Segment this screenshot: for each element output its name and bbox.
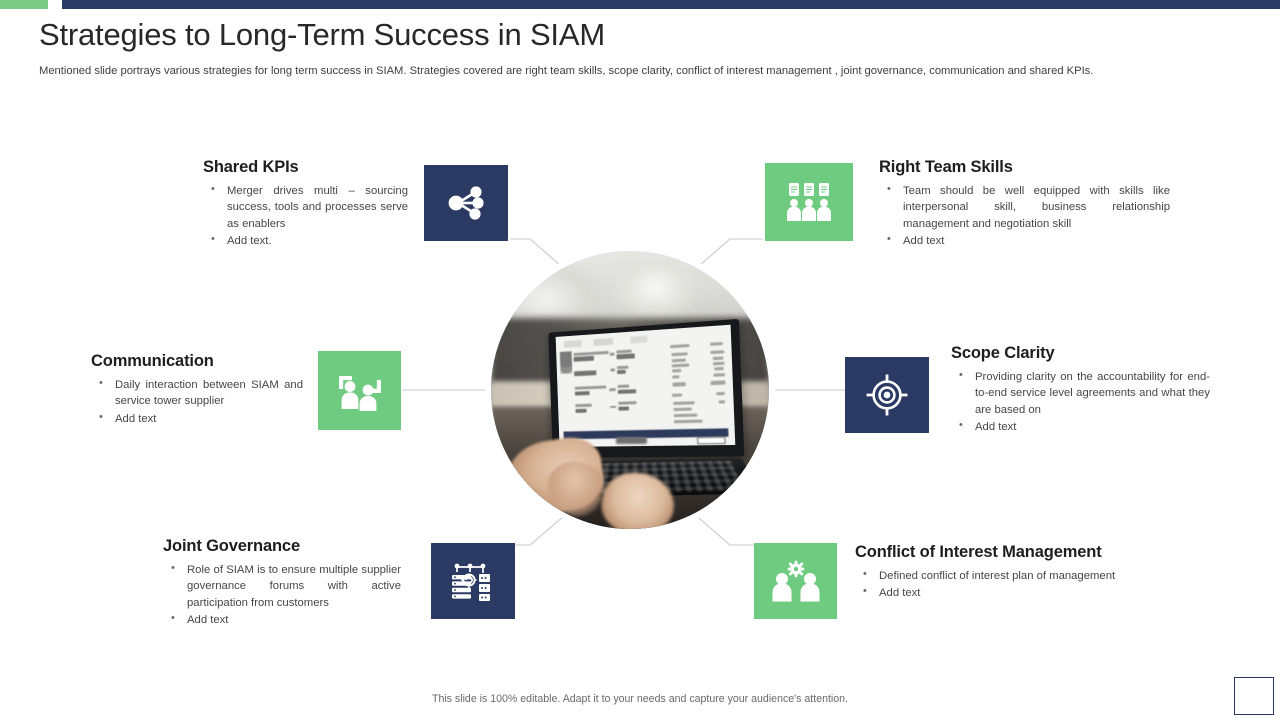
list-item: Daily interaction between SIAM and servi… — [91, 376, 303, 410]
block-title-right-team-skills: Right Team Skills — [879, 158, 1013, 176]
list-item: Add text. — [203, 232, 408, 249]
center-circle-frame — [485, 245, 775, 535]
bullet-list-conflict-of-interest-management: Defined conflict of interest plan of man… — [855, 567, 1155, 602]
list-item: Add text — [855, 584, 1155, 601]
top-navy-accent-bar — [62, 0, 1280, 9]
page-title: Strategies to Long-Term Success in SIAM — [39, 17, 605, 52]
list-item: Providing clarity on the accountability … — [951, 368, 1210, 418]
tile-joint-governance[interactable] — [431, 543, 515, 619]
bullet-list-shared-kpis: Merger drives multi – sourcing success, … — [203, 182, 408, 250]
block-right-team-skills: Right Team Skills Team should be well eq… — [879, 158, 1170, 251]
server-network-governance-icon — [452, 563, 490, 601]
block-title-joint-governance: Joint Governance — [163, 537, 300, 555]
block-scope-clarity: Scope Clarity Providing clarity on the a… — [951, 344, 1210, 437]
page-subtitle: Mentioned slide portrays various strateg… — [39, 65, 1094, 77]
block-joint-governance: Joint Governance Role of SIAM is to ensu… — [163, 537, 401, 630]
tile-communication[interactable] — [318, 351, 401, 430]
block-conflict-of-interest-management: Conflict of Interest Management Defined … — [855, 543, 1155, 603]
people-with-gear-icon — [772, 560, 819, 602]
list-item: Defined conflict of interest plan of man… — [855, 567, 1155, 584]
tile-conflict-of-interest-management[interactable] — [754, 543, 837, 619]
footer-editable-note: This slide is 100% editable. Adapt it to… — [431, 693, 849, 705]
target-crosshair-icon — [866, 374, 908, 416]
list-item: Add text — [879, 232, 1170, 249]
block-title-shared-kpis: Shared KPIs — [203, 158, 299, 176]
bullet-list-right-team-skills: Team should be well equipped with skills… — [879, 182, 1170, 250]
block-communication: Communication Daily interaction between … — [91, 352, 303, 428]
list-item: Add text — [951, 418, 1210, 435]
bullet-list-joint-governance: Role of SIAM is to ensure multiple suppl… — [163, 561, 401, 629]
list-item: Team should be well equipped with skills… — [879, 182, 1170, 232]
tile-right-team-skills[interactable] — [765, 163, 853, 241]
block-shared-kpis: Shared KPIs Merger drives multi – sourci… — [203, 158, 408, 251]
bullet-list-communication: Daily interaction between SIAM and servi… — [91, 376, 303, 427]
spreadsheet-right-column — [669, 340, 729, 432]
tile-scope-clarity[interactable] — [845, 357, 929, 433]
block-title-conflict-of-interest-management: Conflict of Interest Management — [855, 543, 1102, 561]
bullet-list-scope-clarity: Providing clarity on the accountability … — [951, 368, 1210, 436]
share-nodes-icon — [448, 186, 484, 220]
two-people-chat-icon — [338, 375, 381, 411]
list-item: Role of SIAM is to ensure multiple suppl… — [163, 561, 401, 611]
block-title-scope-clarity: Scope Clarity — [951, 344, 1055, 362]
laptop-screen — [555, 325, 735, 448]
center-laptop-photo — [491, 251, 769, 529]
list-item: Merger drives multi – sourcing success, … — [203, 182, 408, 232]
block-title-communication: Communication — [91, 352, 214, 370]
list-item: Add text — [91, 410, 303, 427]
team-group-icon — [787, 183, 831, 221]
list-item: Add text — [163, 611, 401, 628]
tile-shared-kpis[interactable] — [424, 165, 508, 241]
bottom-right-corner-box — [1234, 677, 1274, 715]
spreadsheet-cells — [573, 345, 671, 433]
top-left-green-accent-bar — [0, 0, 48, 9]
